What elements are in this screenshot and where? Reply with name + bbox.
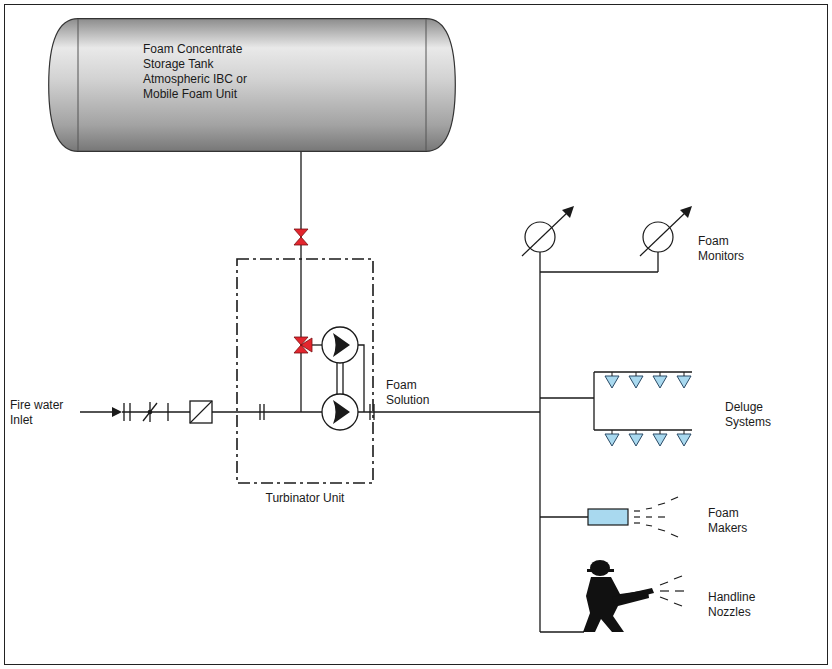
three-way-valve <box>294 337 312 353</box>
pipework <box>80 252 692 632</box>
foam-maker-symbol <box>588 509 628 525</box>
equipment-label: Foam Makers <box>708 506 747 536</box>
dash-dot-border <box>237 259 373 483</box>
foam-monitor-symbol <box>522 212 686 256</box>
tank-seam <box>426 19 427 151</box>
outlet-label: Foam Solution <box>386 378 429 408</box>
tank-text: Foam Concentrate Storage Tank Atmospheri… <box>143 42 275 102</box>
inlet-label: Fire water Inlet <box>10 398 76 428</box>
spray-lines <box>634 497 678 537</box>
spray-lines <box>660 576 684 606</box>
isolation-valve <box>294 229 308 245</box>
equipment-label: Handline Nozzles <box>708 590 755 620</box>
arrow-head <box>112 407 122 417</box>
turbinator-unit-box: Turbinator Unit <box>236 258 374 484</box>
pump-symbol <box>322 327 358 363</box>
equipment-label: Deluge Systems <box>725 400 771 430</box>
tank-seam <box>78 19 79 151</box>
valve-dot <box>148 410 153 415</box>
nozzle-stem <box>612 372 684 434</box>
equipment-label: Foam Monitors <box>698 234 744 264</box>
arrow-head <box>562 206 574 218</box>
tank-body <box>49 19 456 152</box>
arrow-head <box>680 206 692 218</box>
strainer-symbol <box>190 401 212 423</box>
deluge-nozzle <box>605 376 691 446</box>
turbine-symbol <box>322 394 358 430</box>
firefighter-figure <box>583 560 654 632</box>
tank-outline <box>48 18 456 152</box>
frame <box>5 5 828 665</box>
unit-heading: Turbinator Unit <box>216 491 394 506</box>
storage-tank: Foam Concentrate Storage Tank Atmospheri… <box>48 18 456 152</box>
unit-boundary <box>236 258 374 484</box>
